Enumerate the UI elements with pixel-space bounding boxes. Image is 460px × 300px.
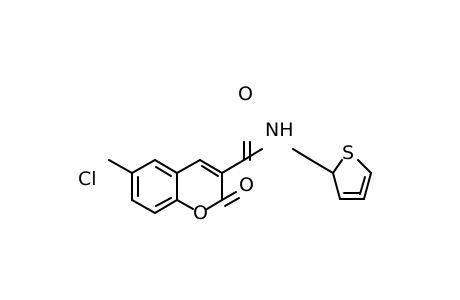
bond — [176, 199, 194, 210]
bond — [363, 172, 372, 200]
n-methylene-bond — [292, 148, 312, 161]
double-bond-inner — [201, 165, 219, 177]
bond — [176, 159, 201, 174]
bond — [154, 159, 178, 174]
bond — [131, 199, 156, 214]
bond — [332, 159, 343, 174]
lactone-carbonyl-bond — [224, 197, 240, 207]
bond — [332, 172, 341, 200]
amide-nitrogen-bond — [243, 148, 263, 161]
ring-oxygen-label: O — [193, 202, 208, 224]
amide-carbon-bond — [221, 159, 245, 174]
carbonyl-oxygen-label: O — [238, 83, 253, 105]
pyranone-ring — [176, 159, 223, 210]
bond — [206, 199, 223, 210]
aromatic-double-bond — [155, 197, 172, 207]
benzene-ring — [131, 159, 178, 214]
amide-nitrogen-label: NH — [265, 119, 294, 141]
bond — [357, 159, 372, 174]
lactone-carbonyl-bond — [221, 191, 237, 201]
bond — [199, 159, 223, 174]
thiophene-ring — [332, 159, 372, 200]
double-bond-inner — [359, 176, 366, 195]
bond — [131, 159, 156, 174]
lactone-carbonyl-oxygen-label: O — [239, 174, 254, 196]
bond — [154, 199, 178, 214]
chlorine-bond — [108, 159, 133, 174]
aromatic-double-bond — [155, 166, 172, 177]
methylene-thiophene-bond — [310, 159, 334, 174]
thiophene-sulfur-label: S — [342, 142, 354, 164]
chlorine-label: Cl — [78, 168, 97, 190]
